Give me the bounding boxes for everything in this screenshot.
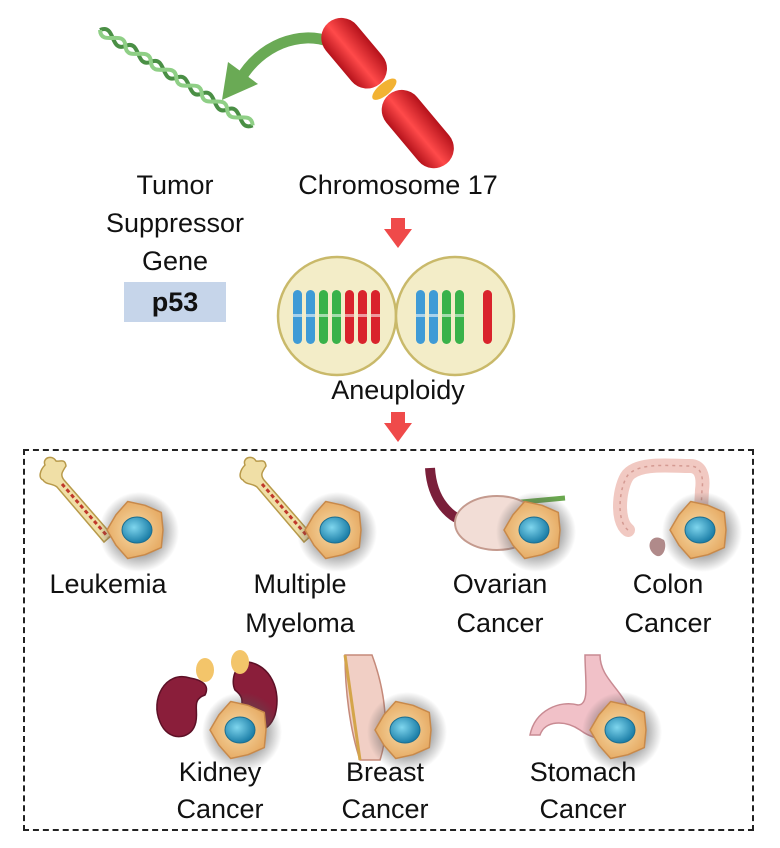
chromosome-centromere xyxy=(332,314,341,317)
nucleus xyxy=(684,516,716,544)
chromosome-centromere xyxy=(416,314,425,317)
tumor-cell-icon xyxy=(202,692,282,772)
down-arrow-icon xyxy=(384,412,412,442)
cancer-label-colon-line2: Cancer xyxy=(624,608,712,638)
aneuploidy-label: Aneuploidy xyxy=(331,375,465,405)
chromosome-centromere xyxy=(429,314,438,317)
dna-helix-icon xyxy=(98,27,255,129)
cancer-label-stomach-line2: Cancer xyxy=(539,794,627,824)
chromosome-bar xyxy=(483,290,492,344)
chromosome-centromere xyxy=(442,314,451,317)
chromosome-icon xyxy=(321,17,454,169)
cancer-label-ovarian-line2: Cancer xyxy=(456,608,544,638)
tumor-label-line2: Suppressor xyxy=(105,208,245,238)
tumor-cell-icon xyxy=(496,492,576,572)
cancer-label-myeloma-line2: Myeloma xyxy=(245,608,355,638)
cancer-label-kidney-line2: Cancer xyxy=(176,794,264,824)
chromosome-centromere xyxy=(455,314,464,317)
nucleus xyxy=(518,516,550,544)
cancer-label-stomach-line1: Stomach xyxy=(529,757,637,787)
chromosome-centromere xyxy=(358,314,367,317)
cancer-label-ovarian-line1: Ovarian xyxy=(452,569,548,599)
gene-name-box xyxy=(124,282,226,322)
chromosome-centromere xyxy=(371,314,380,317)
cancer-label-breast-line2: Cancer xyxy=(341,794,429,824)
tumor-label-line1: Tumor xyxy=(136,170,214,200)
cancer-label-leukemia: Leukemia xyxy=(49,569,167,599)
cancer-label-breast-line1: Breast xyxy=(345,757,425,787)
chromosome-centromere xyxy=(319,314,328,317)
tumor-cell-icon xyxy=(99,492,179,572)
aneuploid-cell-left xyxy=(276,255,398,377)
colon-icon xyxy=(613,458,710,557)
tumor-cell-icon xyxy=(367,692,447,772)
cancer-label-myeloma-line1: Multiple xyxy=(253,569,347,599)
chromosome-centromere xyxy=(345,314,354,317)
nucleus xyxy=(224,716,256,744)
gene-name: p53 xyxy=(151,287,199,317)
cancer-label-kidney-line1: Kidney xyxy=(178,757,262,787)
aneuploid-cell-right xyxy=(394,255,516,377)
green-arrow-icon xyxy=(222,32,336,100)
down-arrow-icon xyxy=(384,218,412,248)
tumor-cell-icon xyxy=(582,692,662,772)
cancer-label-colon-line1: Colon xyxy=(632,569,704,599)
cancer-types-box xyxy=(23,449,754,831)
nucleus xyxy=(121,516,153,544)
tumor-cell-icon xyxy=(297,492,377,572)
tumor-label-line3: Gene xyxy=(141,246,209,276)
nucleus xyxy=(389,716,421,744)
chromosome-centromere xyxy=(306,314,315,317)
nucleus xyxy=(604,716,636,744)
nucleus xyxy=(319,516,351,544)
tumor-cell-icon xyxy=(662,492,742,572)
chromosome-centromere xyxy=(293,314,302,317)
chromosome-label: Chromosome 17 xyxy=(298,170,498,200)
